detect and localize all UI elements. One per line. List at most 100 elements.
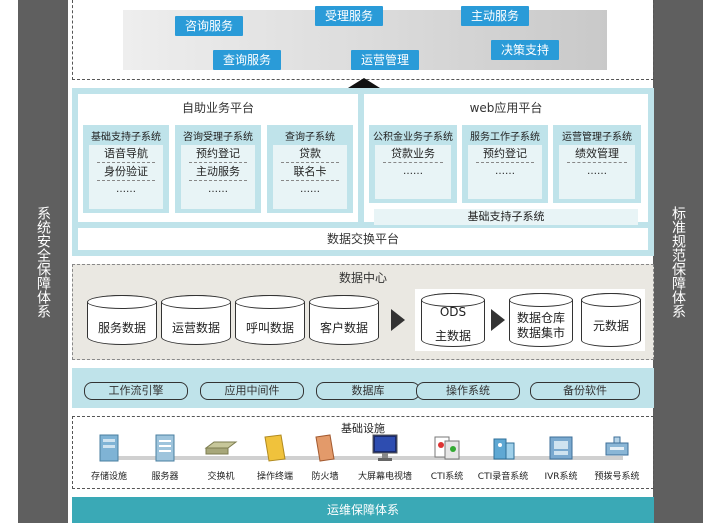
device-label: CTI录音系统 bbox=[477, 472, 529, 482]
database-label: 主数据 bbox=[434, 329, 471, 343]
service-layer: 咨询服务 受理服务 主动服务 查询服务 运营管理 决策支持 bbox=[72, 0, 654, 80]
middleware-backup: 备份软件 bbox=[530, 382, 640, 400]
subsystem-consult-accept: 咨询受理子系统 预约登记 主动服务 …… bbox=[174, 124, 262, 214]
data-center: 数据中心 服务数据 运营数据 呼叫数据 客户数据 ODS 主数据 数据仓库 数据… bbox=[72, 264, 654, 360]
web-platform-title: web应用平台 bbox=[469, 101, 543, 115]
database-label: ODS bbox=[439, 305, 467, 319]
web-platform: web应用平台 公积金业务子系统 贷款业务 …… 服务工作子系统 预约登记 ……… bbox=[364, 94, 648, 225]
device-firewall: 防火墙 bbox=[295, 431, 355, 482]
cti-icon bbox=[417, 431, 477, 465]
database-cap bbox=[581, 293, 641, 307]
middleware-workflow: 工作流引擎 bbox=[84, 382, 188, 400]
database-label: 运营数据 bbox=[171, 321, 220, 335]
device-label: 大屏幕电视墙 bbox=[357, 472, 412, 482]
service-accept: 受理服务 bbox=[315, 6, 384, 26]
storage-icon bbox=[79, 431, 139, 465]
list-item: 联名卡 bbox=[281, 163, 339, 181]
database-cap bbox=[509, 293, 573, 307]
database-service-data: 服务数据 bbox=[87, 295, 157, 345]
video-wall-icon bbox=[349, 431, 421, 465]
device-label: 防火墙 bbox=[311, 472, 339, 482]
security-sidebar-label: 系统安全保障体系 bbox=[35, 205, 51, 318]
firewall-icon bbox=[295, 431, 355, 465]
device-label: 预拨号系统 bbox=[594, 472, 640, 482]
subsystem-title: 咨询受理子系统 bbox=[183, 132, 253, 143]
device-cti: CTI系统 bbox=[417, 431, 477, 482]
database-label: 元数据 bbox=[592, 319, 629, 333]
list-item: …… bbox=[208, 184, 228, 195]
database-ods: ODS 主数据 bbox=[421, 293, 485, 347]
switch-icon bbox=[191, 431, 251, 465]
database-ops-data: 运营数据 bbox=[161, 295, 231, 345]
device-label: IVR系统 bbox=[544, 472, 578, 482]
list-item: …… bbox=[300, 184, 320, 195]
list-item: 贷款业务 bbox=[383, 145, 443, 163]
ops-support-bar: 运维保障体系 bbox=[72, 497, 654, 523]
data-warehouse-box: ODS 主数据 数据仓库 数据集市 元数据 bbox=[415, 289, 645, 351]
database-call-data: 呼叫数据 bbox=[235, 295, 305, 345]
infrastructure-layer: 基础设施 存储设施 服务器 交换机 操作终端 防火墙 大屏幕电视墙 bbox=[72, 416, 654, 489]
middleware-database: 数据库 bbox=[316, 382, 420, 400]
list-item: 身份验证 bbox=[97, 163, 155, 181]
list-item: …… bbox=[116, 184, 136, 195]
list-item: 预约登记 bbox=[189, 145, 247, 163]
standards-sidebar-label: 标准规范保障体系 bbox=[670, 205, 686, 318]
security-sidebar: 系统安全保障体系 bbox=[18, 0, 68, 523]
service-decision: 决策支持 bbox=[491, 40, 560, 60]
arrow-right-icon bbox=[391, 309, 405, 331]
up-arrow-icon bbox=[348, 78, 380, 88]
device-video-wall: 大屏幕电视墙 bbox=[349, 431, 421, 482]
middleware-layer: 工作流引擎 应用中间件 数据库 操作系统 备份软件 bbox=[72, 368, 654, 408]
web-base-support: 基础支持子系统 bbox=[374, 209, 638, 225]
terminal-icon bbox=[245, 431, 305, 465]
service-consult: 咨询服务 bbox=[175, 16, 244, 36]
subsystem-fund-business: 公积金业务子系统 贷款业务 …… bbox=[368, 124, 458, 204]
network-line bbox=[103, 456, 623, 460]
subsystem-title: 公积金业务子系统 bbox=[373, 132, 453, 143]
list-item: 主动服务 bbox=[189, 163, 247, 181]
database-metadata: 元数据 bbox=[581, 293, 641, 347]
database-cap bbox=[421, 293, 485, 307]
device-label: 存储设施 bbox=[90, 472, 127, 482]
database-customer-data: 客户数据 bbox=[309, 295, 379, 345]
database-label: 服务数据 bbox=[97, 321, 146, 335]
subsystem-base-support: 基础支持子系统 语音导航 身份验证 …… bbox=[82, 124, 170, 214]
subsystem-query: 查询子系统 贷款 联名卡 …… bbox=[266, 124, 354, 214]
service-query: 查询服务 bbox=[213, 50, 282, 70]
subsystem-items: 预约登记 …… bbox=[468, 145, 542, 199]
data-center-title: 数据中心 bbox=[338, 271, 387, 285]
device-storage: 存储设施 bbox=[79, 431, 139, 482]
data-exchange-platform: 数据交换平台 bbox=[78, 228, 648, 250]
list-item: …… bbox=[587, 166, 607, 177]
device-label: 服务器 bbox=[151, 472, 179, 482]
subsystem-title: 查询子系统 bbox=[285, 132, 335, 143]
subsystem-items: 贷款业务 …… bbox=[375, 145, 451, 199]
list-item: 绩效管理 bbox=[567, 145, 627, 163]
list-item: 预约登记 bbox=[476, 145, 534, 163]
database-cap bbox=[87, 295, 157, 309]
list-item: …… bbox=[495, 166, 515, 177]
device-recording: CTI录音系统 bbox=[473, 431, 533, 482]
device-label: CTI系统 bbox=[430, 472, 464, 482]
database-label: 数据集市 bbox=[516, 326, 565, 340]
subsystem-title: 运营管理子系统 bbox=[562, 132, 632, 143]
database-warehouse: 数据仓库 数据集市 bbox=[509, 293, 573, 347]
list-item: 语音导航 bbox=[97, 145, 155, 163]
database-label: 数据仓库 bbox=[516, 311, 565, 325]
predial-icon bbox=[587, 431, 647, 465]
self-service-platform: 自助业务平台 基础支持子系统 语音导航 身份验证 …… 咨询受理子系统 预约登记… bbox=[78, 94, 358, 222]
subsystem-title: 服务工作子系统 bbox=[470, 132, 540, 143]
server-icon bbox=[135, 431, 195, 465]
device-label: 交换机 bbox=[207, 472, 235, 482]
subsystem-items: 预约登记 主动服务 …… bbox=[181, 145, 255, 209]
subsystem-items: 绩效管理 …… bbox=[559, 145, 635, 199]
subsystem-ops-management: 运营管理子系统 绩效管理 …… bbox=[552, 124, 642, 204]
self-service-platform-title: 自助业务平台 bbox=[181, 101, 254, 115]
subsystem-items: 贷款 联名卡 …… bbox=[273, 145, 347, 209]
service-active: 主动服务 bbox=[461, 6, 530, 26]
application-layer: 自助业务平台 基础支持子系统 语音导航 身份验证 …… 咨询受理子系统 预约登记… bbox=[72, 88, 654, 256]
device-predial: 预拨号系统 bbox=[587, 431, 647, 482]
arrow-right-icon bbox=[491, 309, 505, 331]
database-cap bbox=[235, 295, 305, 309]
database-cap bbox=[309, 295, 379, 309]
